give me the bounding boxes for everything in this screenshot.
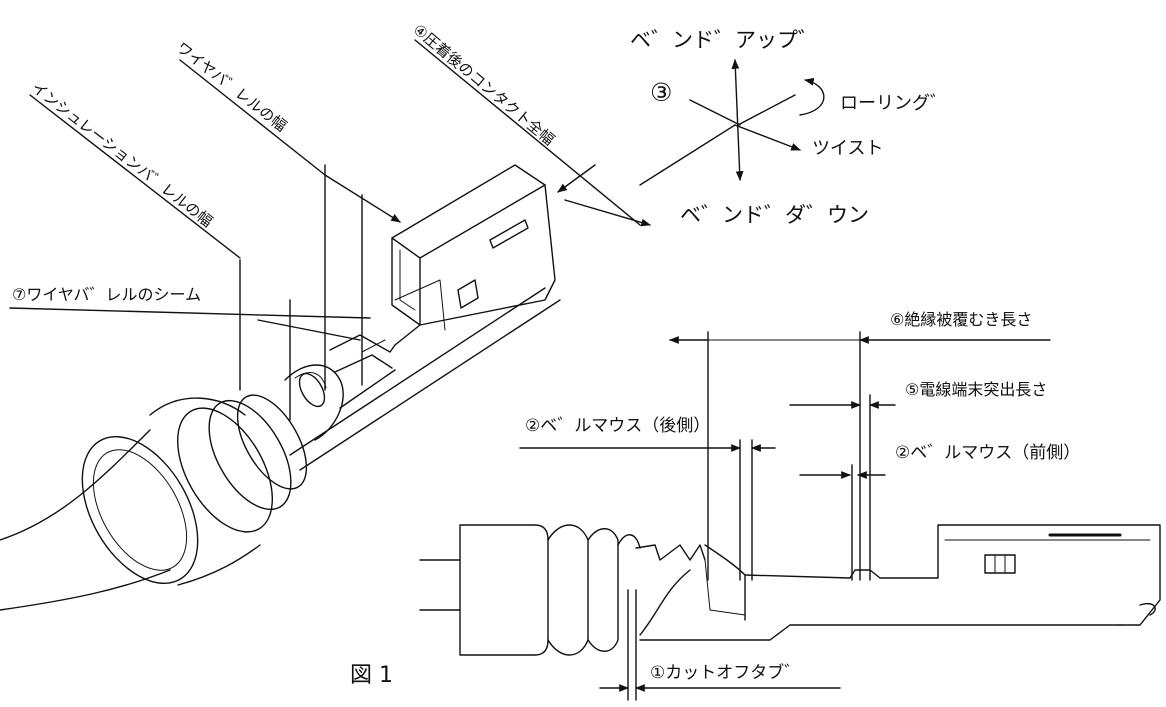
iso-cable-top-edge [0,429,151,541]
iso-seal-rib-3 [236,394,308,490]
iso-box-slot [489,219,529,249]
iso-box-lance [457,279,479,309]
insulation-barrel-leader [29,94,241,259]
iso-box-side [419,184,556,326]
iso-insulation-curl [298,372,326,408]
side-seal-rib-1 [547,524,589,656]
side-wire-barrel [704,544,746,621]
label-wire-end-protrusion: ⑤電線端末突出長さ [905,380,1048,399]
marker-axis-left [689,99,741,126]
label-bellmouth-rear: ②ベ゛ルマウス（後側） [525,416,711,436]
iso-seal-rib-2 [208,399,292,511]
side-box-outline [937,524,1161,626]
side-barrel-top [635,544,706,561]
side-box-window [984,554,1016,574]
side-contact-drawing [419,524,1161,656]
side-seal-rib-2 [587,528,619,652]
seam-leader-tip [257,319,361,341]
iso-box-front-inner [399,249,416,311]
label-bellmouth-front: ②ベ゛ルマウス（前側） [895,443,1081,463]
side-dimension-lines [519,331,1051,701]
iso-box-front [391,237,421,326]
side-box-tip [1139,603,1156,616]
twist-axis-right [734,124,801,151]
rolling-arrow [799,77,825,116]
contact-width-leader [414,39,641,226]
side-body-top-1 [744,574,851,579]
bend-axis [731,59,744,181]
contact-width-arrow-b [564,199,651,227]
iso-seal-top [149,397,246,416]
iso-dimension-lines [9,39,651,421]
iso-contact-drawing [0,164,561,611]
wire-barrel-arrow [324,174,401,223]
side-barrel-transition [639,569,691,636]
label-axis-marker: ③ [650,78,673,107]
iso-cable-bottom-edge [0,569,171,611]
iso-wire-barrel-mid [334,354,393,373]
label-rolling: ローリング゛ [840,93,948,114]
twist-axis-left [639,124,736,186]
iso-box-top [391,164,546,259]
seam-leader [9,307,371,319]
iso-body-bottom-edge [299,299,561,471]
wire-barrel-leader [179,59,326,176]
label-bend-up: ベ゛ンド゛アップ゛ [630,28,819,52]
side-body-top-2 [849,569,939,579]
label-bend-down: ベ゛ンド゛ダ゛ウン [680,203,869,227]
figure-caption: 図 1 [350,663,393,688]
iso-insulation-barrel [284,364,344,441]
contact-width-arrow-a [557,164,596,193]
iso-seal-bottom [177,544,261,586]
side-wire-barrel-inner [704,559,746,616]
iso-box-opening [394,279,446,331]
label-cutoff-tab: ①カットオフタブ゛ [650,663,802,683]
side-seal-cap [459,524,549,656]
rolling-axis [737,94,796,126]
side-seal-rib-3 [617,534,641,549]
side-body-bottom [639,624,1121,641]
iso-seal-rib-1 [176,407,274,533]
label-twist: ツイスト [812,138,884,159]
label-wire-barrel-seam: ⑦ワイヤバ゛レルのシーム [12,285,202,304]
axis-symbol [639,59,825,186]
iso-seal-front-inner [92,449,188,571]
iso-seam-line [361,339,386,353]
iso-body-bottom-edge-2 [289,287,546,456]
iso-seal-front [81,435,199,585]
iso-body-side-edge [339,369,396,409]
label-strip-length: ⑥絶縁被覆むき長さ [890,310,1033,329]
iso-wire-barrel-top [329,324,421,353]
